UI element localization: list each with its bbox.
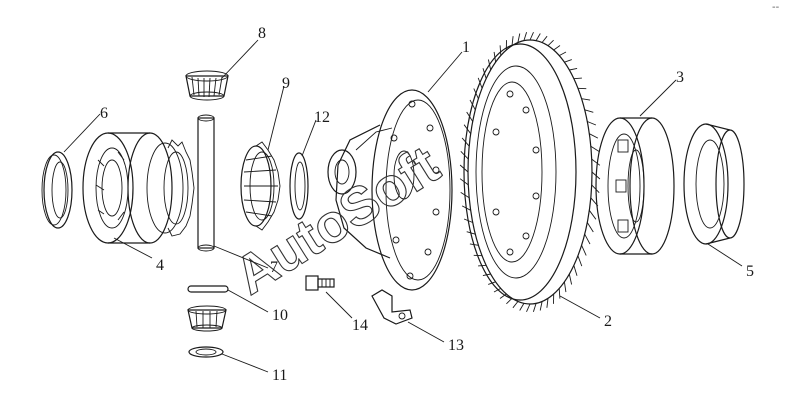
ring-gear-tooth bbox=[487, 59, 492, 71]
label-1: 1 bbox=[462, 39, 470, 56]
ring-gear-tooth bbox=[584, 233, 591, 245]
ring-gear-teeth bbox=[459, 32, 601, 312]
ring-gear-tooth bbox=[493, 51, 497, 63]
ring-gear-tooth bbox=[539, 301, 543, 311]
ring-gear-tooth bbox=[463, 218, 473, 223]
ring-gear-tooth bbox=[546, 298, 549, 308]
part-3-bearing bbox=[595, 117, 675, 255]
ring-gear-tooth bbox=[461, 137, 470, 147]
ring-gear-tooth bbox=[568, 273, 573, 285]
part-5-race bbox=[683, 123, 745, 245]
part-12-washer bbox=[289, 152, 309, 220]
ring-gear-tooth bbox=[478, 264, 487, 267]
ring-gear-tooth bbox=[466, 111, 474, 122]
ring-gear-tooth bbox=[586, 222, 594, 233]
ring-gear-tooth bbox=[553, 45, 561, 51]
ring-gear-tooth bbox=[511, 36, 514, 46]
ring-gear-tooth bbox=[563, 281, 567, 293]
label-7: 7 bbox=[270, 259, 278, 276]
ring-gear-tooth bbox=[558, 51, 567, 56]
leader-lines bbox=[63, 39, 743, 373]
ring-gear-tooth bbox=[547, 39, 554, 47]
ring-gear-tooth bbox=[581, 245, 587, 256]
callout-labels: 8 1 3 9 12 6 4 7 10 11 14 13 2 5 bbox=[100, 25, 754, 384]
label-11: 11 bbox=[272, 367, 287, 384]
ring-gear-tooth bbox=[460, 192, 470, 199]
ring-gear-tooth bbox=[573, 265, 578, 276]
part-9-side-gear bbox=[240, 141, 281, 231]
ring-gear-tooth bbox=[459, 164, 469, 173]
label-13: 13 bbox=[448, 337, 464, 354]
ring-gear-tooth bbox=[463, 124, 472, 134]
ring-gear-tooth bbox=[584, 109, 594, 113]
part-10-pin bbox=[187, 285, 229, 293]
ring-gear-tooth bbox=[526, 303, 531, 312]
ring-gear-tooth bbox=[589, 133, 599, 139]
ring-gear-tooth bbox=[461, 205, 471, 211]
ring-gear-tooth bbox=[469, 99, 476, 111]
ring-gear-tooth bbox=[460, 150, 469, 160]
ring-gear-tooth bbox=[523, 32, 528, 41]
label-4: 4 bbox=[156, 257, 164, 274]
ring-gear-tooth bbox=[590, 145, 600, 152]
corner-mark: -- bbox=[772, 2, 780, 13]
ring-gear-tooth bbox=[564, 59, 572, 63]
ring-gear-tooth bbox=[482, 68, 487, 79]
label-10: 10 bbox=[272, 307, 288, 324]
ring-gear-tooth bbox=[588, 210, 597, 220]
ring-gear-tooth bbox=[541, 35, 548, 43]
label-9: 9 bbox=[282, 75, 290, 92]
part-1-differential-case bbox=[327, 89, 453, 291]
ring-gear-tooth bbox=[569, 67, 578, 71]
ring-gear-tooth bbox=[506, 297, 513, 305]
ring-gear-tooth bbox=[535, 33, 541, 41]
ring-gear-tooth bbox=[581, 98, 591, 101]
ring-gear-tooth bbox=[499, 293, 507, 299]
part-4-bearing-gear bbox=[82, 132, 195, 244]
ring-gear-tooth bbox=[558, 288, 561, 299]
ring-gear-tooth bbox=[469, 243, 479, 246]
ring-gear-tooth bbox=[466, 231, 476, 235]
ring-gear-tooth bbox=[459, 178, 469, 186]
ring-gear-tooth bbox=[517, 33, 521, 43]
label-8: 8 bbox=[258, 25, 266, 42]
label-3: 3 bbox=[676, 69, 684, 86]
label-14: 14 bbox=[352, 317, 368, 334]
ring-gear-tooth bbox=[519, 303, 525, 311]
ring-gear-tooth bbox=[577, 255, 583, 267]
part-7-shaft bbox=[197, 114, 215, 252]
ring-gear-tooth bbox=[532, 303, 537, 312]
part-8-bevel-gear bbox=[185, 70, 229, 101]
part-11-washer bbox=[188, 346, 224, 358]
part-bottom-bevel-gear bbox=[187, 305, 227, 332]
label-6: 6 bbox=[100, 105, 108, 122]
part-14-bolt bbox=[305, 275, 335, 291]
ring-gear-tooth bbox=[499, 45, 502, 56]
label-5: 5 bbox=[746, 263, 754, 280]
label-12: 12 bbox=[314, 109, 330, 126]
watermark-text: AutoSoft bbox=[225, 135, 450, 307]
watermark: AutoSoft bbox=[224, 134, 450, 307]
part-2-ring-gear bbox=[459, 32, 601, 312]
part-6-seal bbox=[41, 151, 73, 229]
ring-gear-tooth bbox=[482, 273, 491, 277]
ring-gear-tooth bbox=[488, 281, 496, 285]
ring-gear-tooth bbox=[473, 88, 479, 99]
ring-gear-tooth bbox=[529, 32, 534, 41]
ring-gear-tooth bbox=[493, 288, 502, 293]
label-2: 2 bbox=[604, 313, 612, 330]
part-13-clip bbox=[371, 289, 413, 325]
ring-gear-tooth bbox=[587, 121, 597, 126]
ring-gear-tooth bbox=[512, 301, 519, 309]
ring-gear-tooth bbox=[573, 77, 582, 80]
ring-gear-tooth bbox=[591, 158, 601, 166]
ring-gear-tooth bbox=[477, 77, 483, 89]
